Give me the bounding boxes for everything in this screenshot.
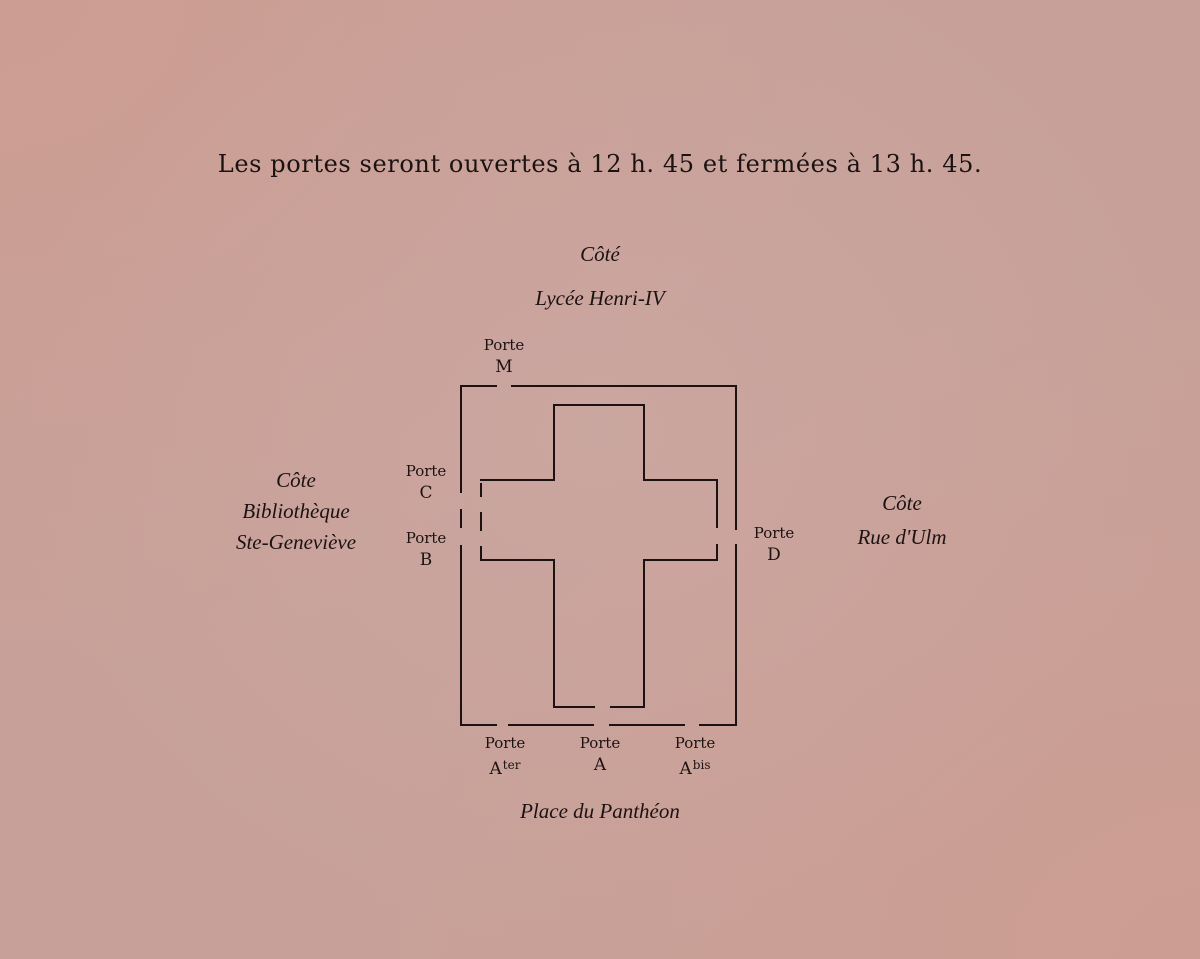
side-east-line2: Rue d'Ulm <box>857 525 947 549</box>
door-a-ter-suffix: ter <box>502 758 521 772</box>
door-c-letter: C <box>419 483 433 503</box>
door-label-a: Porte A <box>560 732 640 776</box>
door-a-bis-letter-group: Abis <box>655 754 735 780</box>
door-a-word: Porte <box>579 734 621 752</box>
side-west-line2: Bibliothèque <box>242 499 350 523</box>
door-a-ter-letter-group: Ater <box>465 754 545 780</box>
door-a-letter: A <box>593 755 607 775</box>
side-north-line1: Côté <box>580 242 620 266</box>
side-east-line1: Côte <box>882 491 922 515</box>
door-label-c: Porte C <box>386 460 466 504</box>
cross-building <box>480 404 718 708</box>
door-b-word: Porte <box>405 529 447 547</box>
door-b-letter: B <box>419 550 433 570</box>
side-south-line1: Place du Panthéon <box>520 799 680 823</box>
door-m-letter: M <box>495 357 513 377</box>
door-c-word: Porte <box>405 462 447 480</box>
side-label-south: Place du Panthéon <box>450 795 750 827</box>
door-label-a-bis: Porte Abis <box>655 732 735 780</box>
side-label-east: Côte Rue d'Ulm <box>802 486 1002 554</box>
side-label-north: Côté Lycée Henri-IV <box>450 238 750 314</box>
door-m-word: Porte <box>483 336 525 354</box>
side-west-line3: Ste-Geneviève <box>235 530 357 554</box>
door-a-ter-letter: A <box>489 759 502 779</box>
door-a-ter-word: Porte <box>484 734 526 752</box>
door-label-b: Porte B <box>386 527 466 571</box>
door-label-a-ter: Porte Ater <box>465 732 545 780</box>
opening-hours-notice: Les portes seront ouvertes à 12 h. 45 et… <box>217 150 983 178</box>
door-label-d: Porte D <box>734 522 814 566</box>
outer-enclosure <box>460 385 737 726</box>
door-d-letter: D <box>767 545 781 565</box>
door-a-bis-letter: A <box>679 759 692 779</box>
door-a-bis-word: Porte <box>674 734 716 752</box>
door-a-bis-suffix: bis <box>692 758 711 772</box>
side-north-line2: Lycée Henri-IV <box>535 286 665 310</box>
door-d-word: Porte <box>753 524 795 542</box>
door-label-m: Porte M <box>464 334 544 378</box>
side-west-line1: Côte <box>276 468 316 492</box>
side-label-west: Côte Bibliothèque Ste-Geneviève <box>196 465 396 558</box>
